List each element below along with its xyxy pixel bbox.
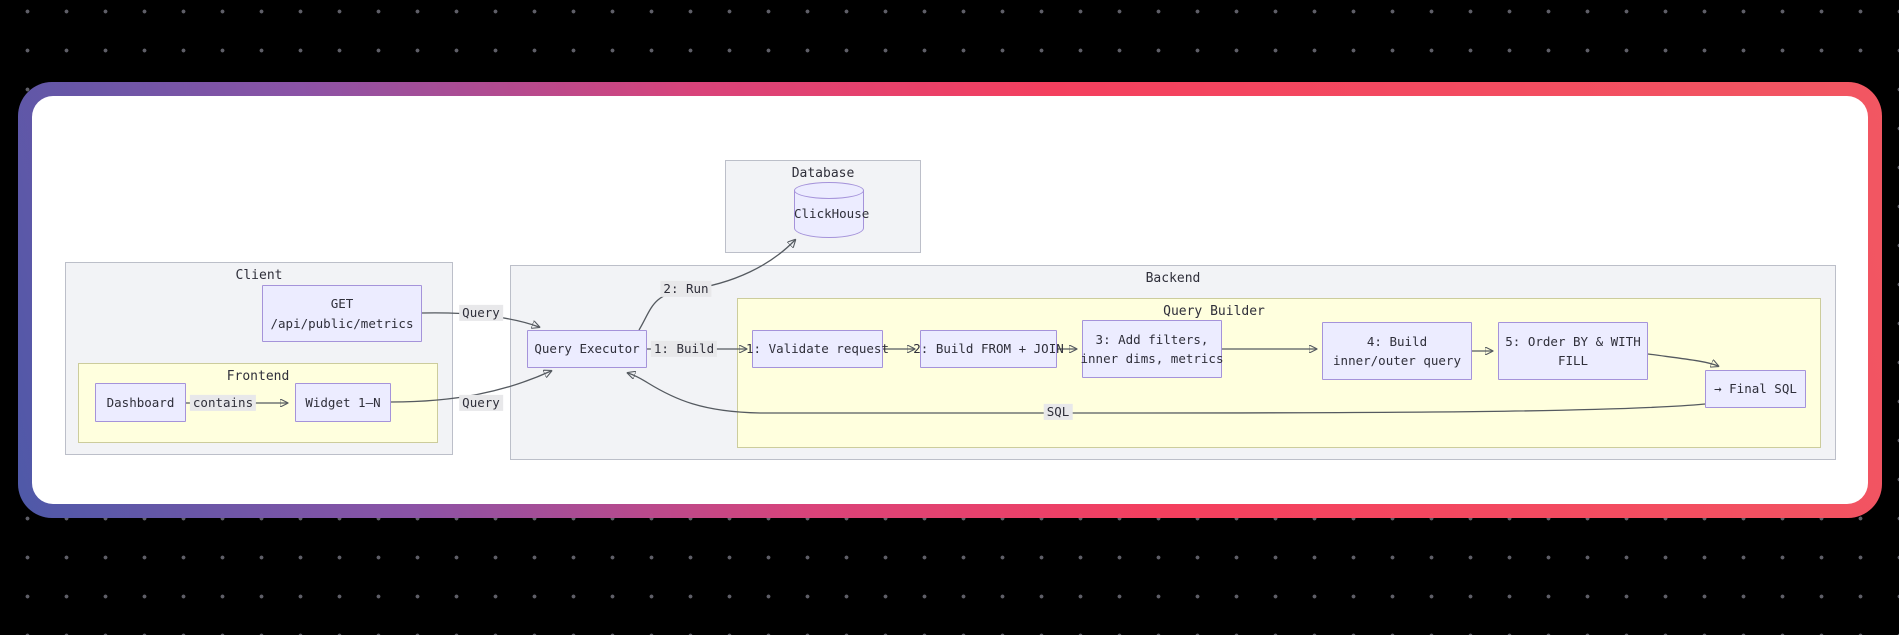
node-dashboard-label: Dashboard	[106, 394, 175, 410]
node-widget: Widget 1–N	[295, 383, 391, 422]
node-final-sql-label: → Final SQL	[1714, 381, 1797, 397]
node-add-filters-line2: inner dims, metrics	[1080, 351, 1224, 366]
edge-label-sql: SQL	[1043, 403, 1073, 421]
cluster-query-builder-label: Query Builder	[1163, 304, 1265, 319]
edge-final-sql-to-executor	[628, 373, 1706, 414]
cluster-backend-label: Backend	[1145, 271, 1201, 286]
edge-label-build: 1: Build	[650, 340, 718, 358]
edge-label-query-bottom: Query	[459, 394, 503, 412]
node-build-inner-outer-line1: 4: Build	[1366, 333, 1428, 349]
node-build-inner-outer: 4: Build inner/outer query	[1322, 322, 1472, 380]
edge-widget-to-executor	[390, 371, 551, 403]
node-order-by-with-fill: 5: Order BY & WITH FILL	[1498, 322, 1648, 380]
node-build-from-join: 2: Build FROM + JOIN	[913, 330, 1064, 368]
node-add-filters: 3: Add filters, inner dims, metrics	[1080, 320, 1224, 378]
node-order-by-with-fill-line1: 5: Order BY & WITH	[1505, 333, 1641, 349]
node-dashboard: Dashboard	[95, 383, 186, 422]
node-final-sql: → Final SQL	[1705, 370, 1806, 408]
node-clickhouse-label: ClickHouse	[794, 206, 870, 221]
cluster-database-label: Database	[791, 166, 855, 181]
node-order-by-with-fill-line2: FILL	[1557, 353, 1589, 368]
edge-order-by-to-final-sql	[1647, 353, 1718, 366]
node-build-inner-outer-line2: inner/outer query	[1333, 353, 1461, 368]
node-validate-request-label: 1: Validate request	[746, 341, 889, 357]
node-widget-label: Widget 1–N	[305, 394, 381, 410]
node-query-executor: Query Executor	[527, 330, 647, 368]
node-get-endpoint: GET /api/public/metrics	[262, 285, 422, 342]
edge-label-contains: contains	[189, 394, 257, 412]
node-build-from-join-label: 2: Build FROM + JOIN	[913, 341, 1064, 357]
cylinder-top-icon	[794, 182, 864, 199]
node-add-filters-line1: 3: Add filters,	[1095, 331, 1209, 347]
node-get-line2: /api/public/metrics	[270, 315, 414, 331]
edge-label-run: 2: Run	[660, 280, 712, 298]
cluster-frontend-label: Frontend	[226, 369, 290, 384]
cluster-client-label: Client	[235, 268, 283, 283]
node-get-line1: GET	[330, 296, 354, 312]
node-clickhouse: ClickHouse	[794, 182, 870, 238]
edge-label-query-top: Query	[459, 304, 503, 322]
node-query-executor-label: Query Executor	[534, 341, 640, 357]
node-validate-request: 1: Validate request	[746, 330, 889, 368]
